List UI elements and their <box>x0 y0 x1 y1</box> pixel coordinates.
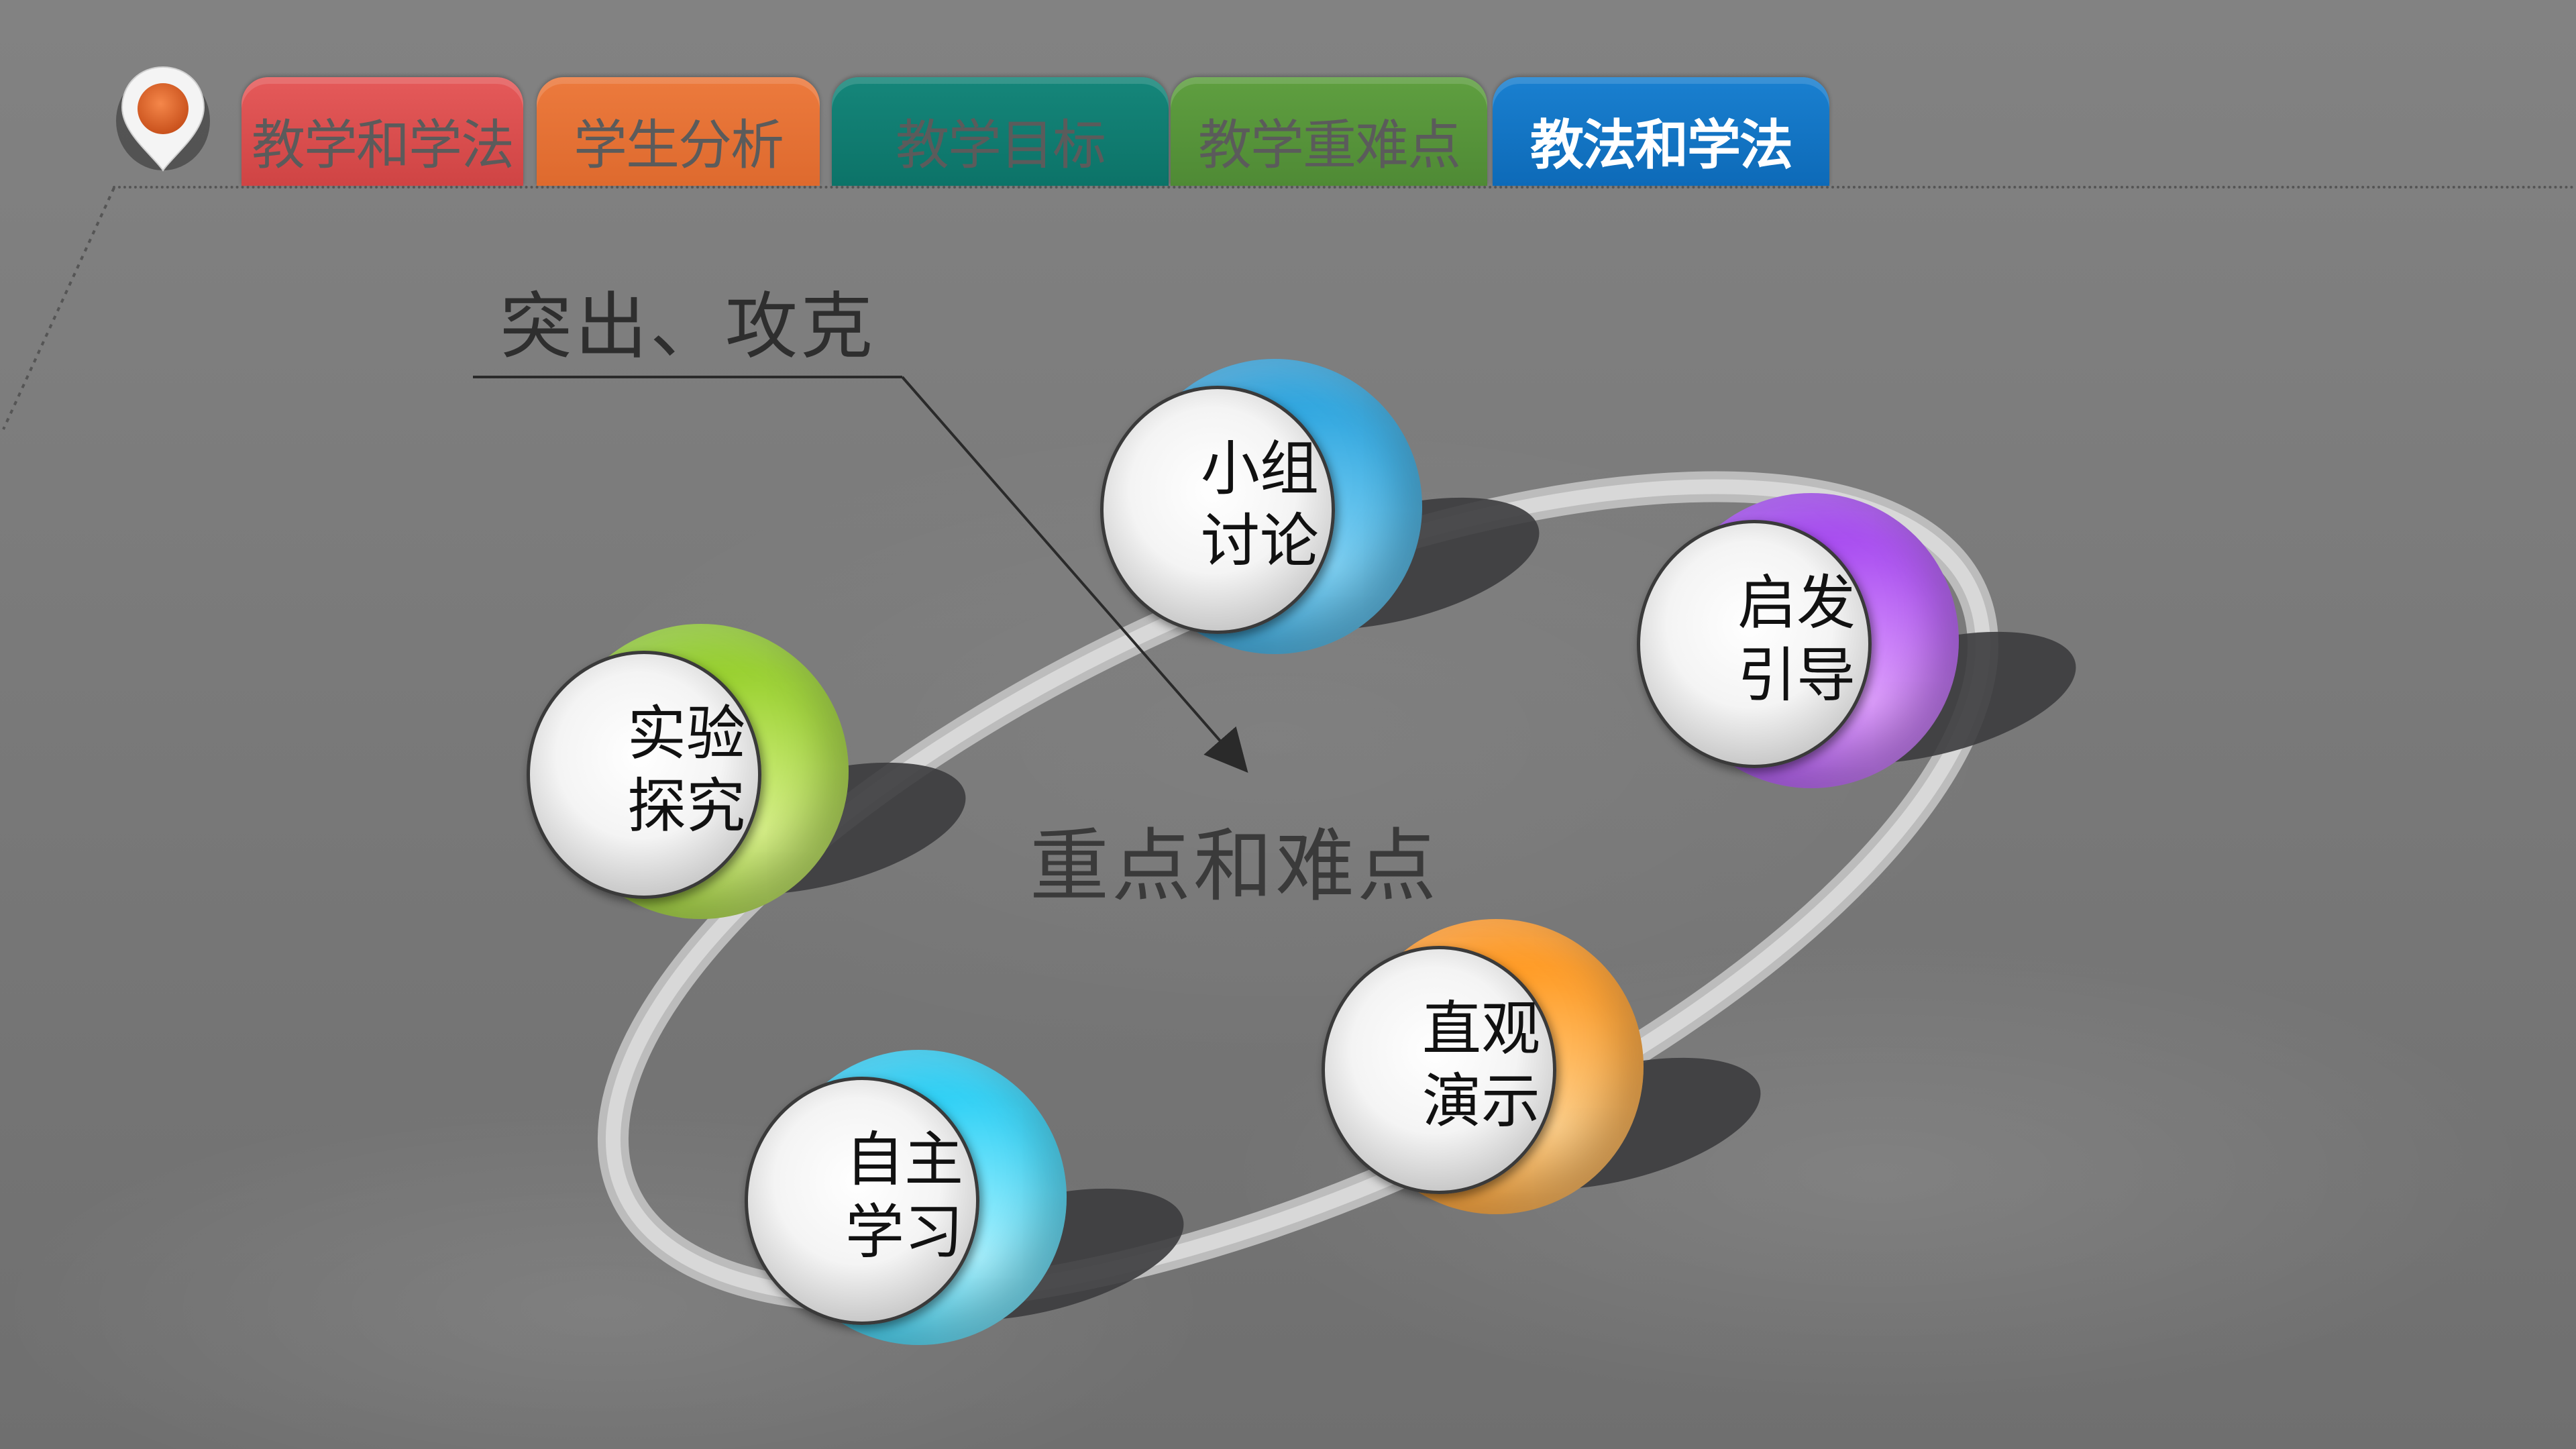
node-disc <box>1322 946 1556 1194</box>
node-experimental-inquiry: 实验 探究 <box>527 624 979 920</box>
tab-label: 教学和学法 <box>252 114 515 176</box>
node-disc <box>1100 386 1335 634</box>
node-self-study: 自主 学习 <box>745 1050 1197 1346</box>
node-visual-demonstration: 直观 演示 <box>1322 919 1774 1215</box>
location-pin-icon <box>116 66 210 172</box>
tab-student-analysis[interactable]: 学生分析 <box>537 77 820 186</box>
tab-teaching-and-learning[interactable]: 教学和学法 <box>241 77 523 186</box>
decorative-diagonal-line <box>2 187 115 430</box>
node-label: 自主 学习 <box>845 1125 964 1267</box>
tab-teaching-methods-active[interactable]: 教法和学法 <box>1493 77 1829 186</box>
tab-teaching-goals[interactable]: 教学目标 <box>832 77 1169 186</box>
tab-label: 学生分析 <box>574 114 784 176</box>
node-disc <box>527 651 761 899</box>
node-disc <box>1637 520 1872 768</box>
node-heuristic-guidance: 启发 引导 <box>1637 493 2090 789</box>
callout-subtitle: 突出、攻克 <box>500 285 876 369</box>
node-label: 小组 讨论 <box>1201 434 1320 576</box>
node-label: 实验 探究 <box>627 699 746 841</box>
node-disc <box>745 1077 979 1325</box>
tab-label: 教法和学法 <box>1530 114 1793 176</box>
node-label: 启发 引导 <box>1737 568 1856 710</box>
tab-key-difficult-points[interactable]: 教学重难点 <box>1171 77 1487 186</box>
tab-label: 教学目标 <box>896 114 1106 176</box>
tab-label: 教学重难点 <box>1198 114 1461 176</box>
node-group-discussion: 小组 讨论 <box>1100 359 1553 655</box>
header-dotted-divider <box>113 186 2576 189</box>
center-label: 重点和难点 <box>1030 820 1440 912</box>
node-label: 直观 演示 <box>1422 994 1541 1136</box>
